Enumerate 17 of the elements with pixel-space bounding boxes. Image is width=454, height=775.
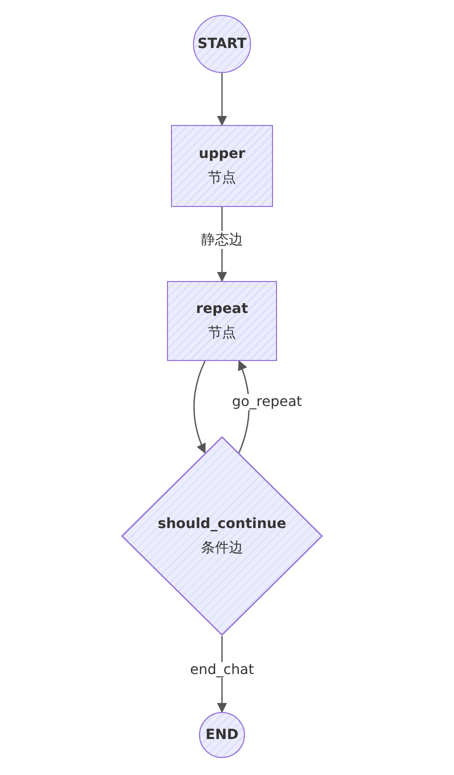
node-label: should_continue: [158, 515, 286, 534]
edge-label: go_repeat: [230, 394, 304, 410]
terminal-circle: [199, 712, 245, 758]
node-label: 条件边: [201, 539, 243, 558]
node-label: repeat: [196, 300, 248, 319]
process-box: [171, 125, 273, 207]
node-label: 节点: [208, 324, 236, 343]
process-box: [167, 281, 277, 361]
edge-label: 静态边: [199, 231, 245, 249]
node-label: START: [197, 35, 247, 54]
arrow: [193, 360, 206, 454]
node-label: END: [206, 726, 238, 745]
decision-diamond: [121, 436, 323, 636]
node-label: 节点: [208, 169, 236, 188]
arrow: [217, 73, 227, 126]
node-label: upper: [198, 145, 246, 164]
edge-label: end_chat: [188, 662, 256, 678]
